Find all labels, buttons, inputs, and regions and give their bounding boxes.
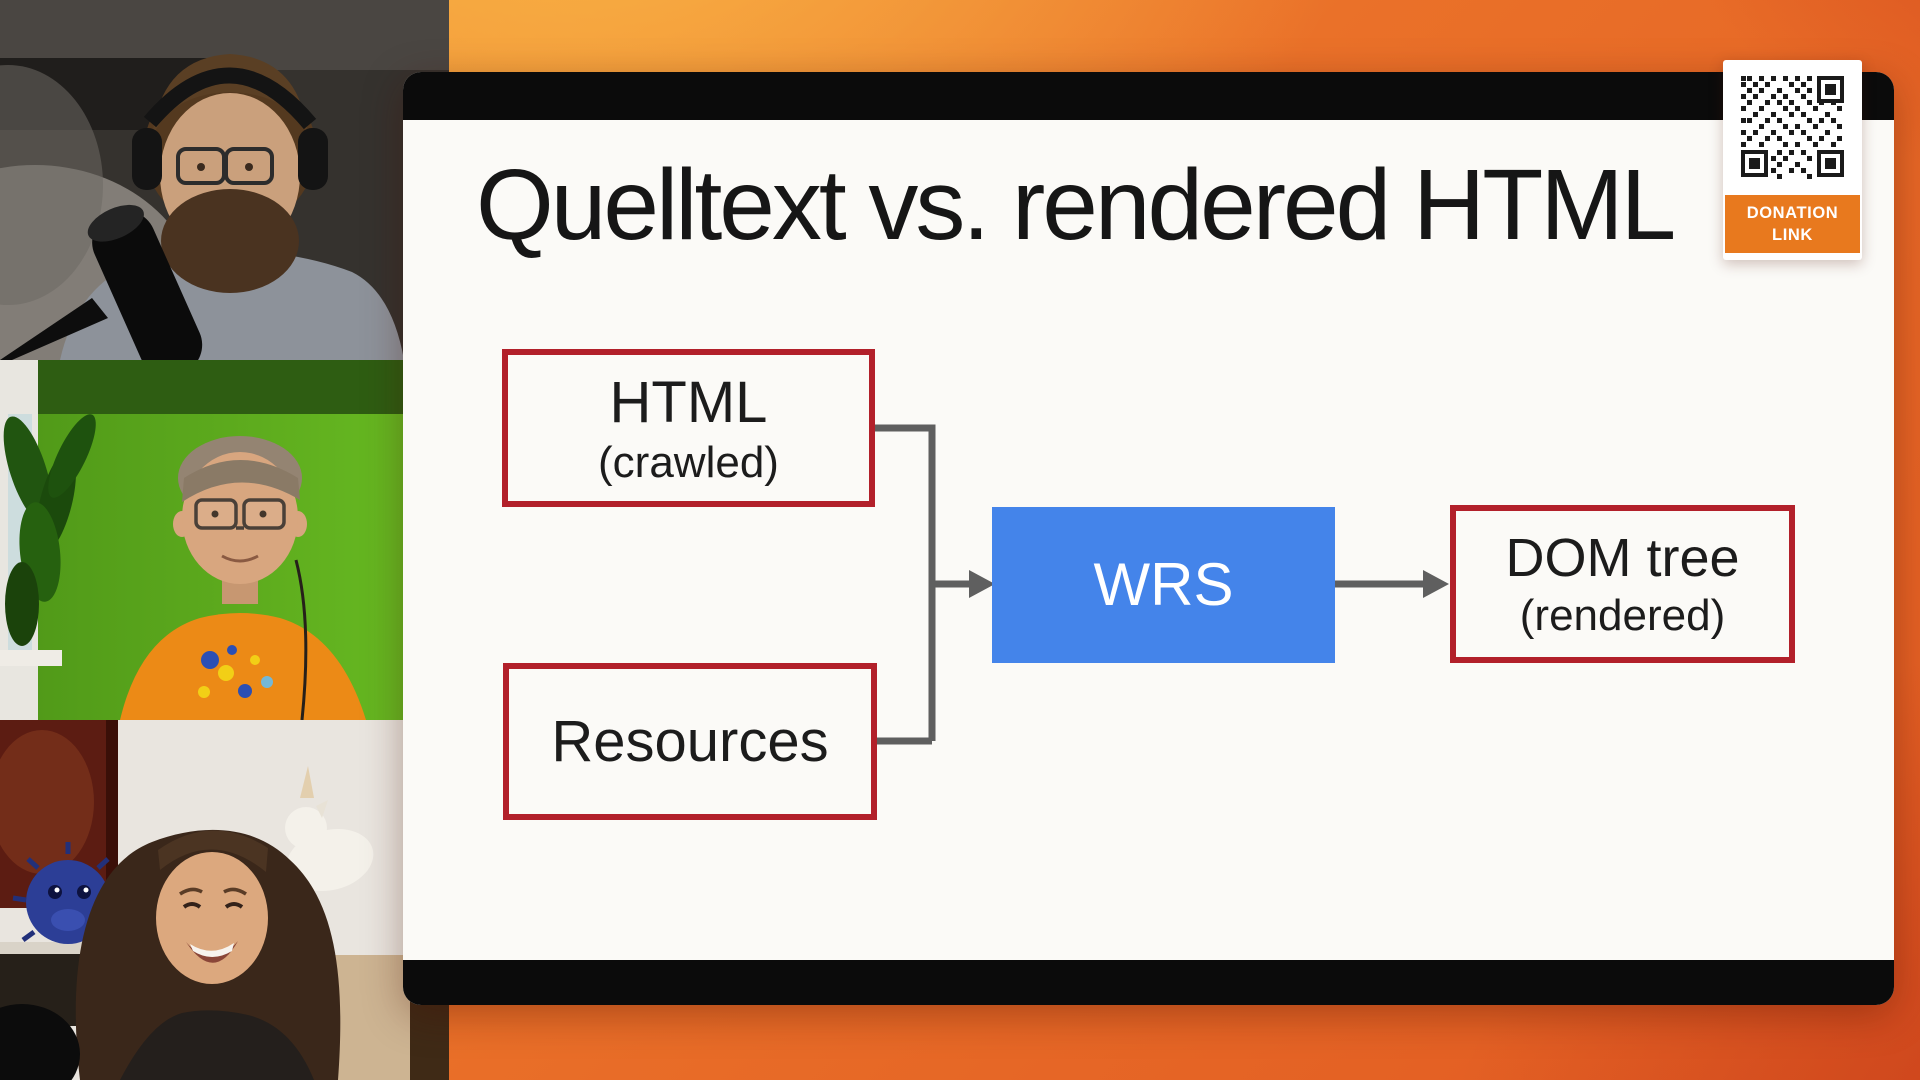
qr-code-icon xyxy=(1737,72,1848,184)
donation-label-line1: DONATION xyxy=(1746,203,1839,222)
webcam-person-2-illustration xyxy=(0,360,449,720)
slide-letterbox-top xyxy=(403,72,1894,120)
presentation-slide: Quelltext vs. rendered HTML HTML (crawle… xyxy=(403,72,1894,1005)
webcam-feed-1 xyxy=(0,0,449,360)
box-label: DOM tree xyxy=(1505,528,1740,589)
webcam-person-3-illustration xyxy=(0,720,449,1080)
donation-label-line2: LINK xyxy=(1772,226,1813,244)
diagram-box-resources: Resources xyxy=(503,663,877,820)
box-sublabel: (rendered) xyxy=(1519,591,1726,641)
slide-title: Quelltext vs. rendered HTML xyxy=(476,149,1676,261)
webcam-person-1-illustration xyxy=(0,0,449,360)
donation-link-card[interactable]: DONATION LINK xyxy=(1723,60,1862,260)
box-label: Resources xyxy=(551,708,829,774)
donation-link-label[interactable]: DONATION LINK xyxy=(1725,195,1860,253)
webcam-feed-2 xyxy=(0,360,449,720)
flow-connectors xyxy=(875,424,1449,745)
box-sublabel: (crawled) xyxy=(598,437,779,487)
diagram-box-html-crawled: HTML (crawled) xyxy=(502,349,875,507)
microphone-icon xyxy=(0,1004,80,1080)
box-label: WRS xyxy=(1093,551,1234,618)
diagram-box-wrs: WRS xyxy=(992,507,1335,663)
arrowhead-into-wrs xyxy=(969,570,995,598)
box-label: HTML xyxy=(609,369,768,435)
slide-letterbox-bottom xyxy=(403,960,1894,1005)
diagram-box-dom-tree: DOM tree (rendered) xyxy=(1450,505,1795,663)
microphone-icon xyxy=(87,204,203,360)
arrowhead-into-dom xyxy=(1423,570,1449,598)
webcam-feed-3 xyxy=(0,720,449,1080)
